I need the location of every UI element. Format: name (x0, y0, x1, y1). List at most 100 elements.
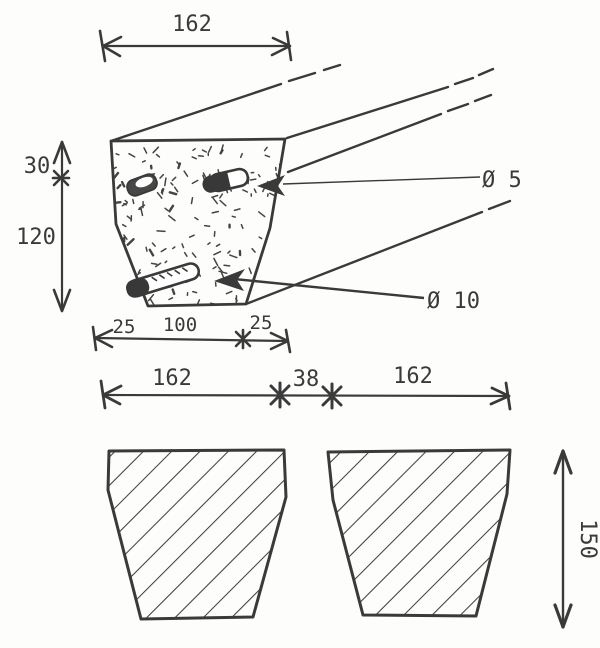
label-dia10: Ø 10 (427, 289, 480, 314)
stipple-mark (128, 152, 136, 158)
stipple-mark (164, 177, 167, 187)
stipple-mark (137, 269, 141, 274)
plan-view: 162 38 162 150 (99, 364, 600, 629)
leader-dia10-arrowhead (214, 269, 245, 291)
stipple-mark (111, 206, 115, 211)
dimension-top-width: 162 (98, 12, 293, 63)
rebar-dia10 (126, 262, 201, 298)
stipple-mark (141, 160, 146, 163)
dim-text-25-left: 25 (113, 316, 136, 338)
stipple-mark (173, 186, 179, 193)
stipple-mark (120, 180, 126, 188)
rebar-dia5-left (126, 173, 158, 197)
dim-text-162-plan-right: 162 (393, 364, 433, 389)
stipple-mark (264, 154, 271, 158)
stipple-mark (197, 154, 205, 158)
stipple-mark (219, 193, 224, 199)
stipple-mark (280, 245, 285, 249)
stipple-mark (273, 299, 279, 303)
stipple-mark (269, 297, 276, 303)
dimension-left-height: 30 120 (16, 140, 72, 313)
stipple-mark (227, 250, 231, 254)
cross-section-outline (109, 137, 287, 308)
edge-dashes-top-right (453, 67, 495, 86)
stipple-mark (251, 247, 256, 253)
stipple-mark (113, 171, 120, 179)
stipple-mark (266, 252, 272, 260)
stipple-mark (215, 243, 221, 247)
stipple-mark (122, 277, 127, 281)
stipple-mark (132, 198, 135, 205)
dimension-plan-height: 150 (553, 449, 600, 629)
stipple-mark (156, 230, 166, 233)
stipple-mark (183, 251, 188, 257)
dim-text-120: 120 (16, 225, 56, 250)
stipple-mark (190, 196, 194, 205)
leader-dia5: Ø 5 (257, 168, 522, 196)
stipple-mark (148, 248, 155, 257)
stipple-mark (211, 210, 220, 214)
stipple-mark (117, 272, 121, 276)
stipple-mark (115, 153, 120, 156)
stipple-mark (177, 162, 182, 170)
stipple-mark (211, 194, 219, 199)
stipple-mark (258, 236, 263, 240)
stipple-mark (172, 246, 176, 250)
stipple-mark (156, 191, 163, 199)
dim-text-162-plan-left: 162 (152, 366, 192, 391)
stipple-mark (263, 146, 268, 152)
stipple-mark (248, 267, 252, 275)
stipple-mark (203, 224, 211, 228)
stipple-mark (213, 250, 222, 256)
dimension-star-mark (321, 382, 343, 410)
dimension-arrows (52, 140, 72, 313)
stipple-mark (218, 270, 228, 275)
stipple-mark (191, 252, 197, 258)
stipple-mark (164, 260, 168, 264)
stipple-mark (202, 174, 206, 181)
stipple-mark (181, 243, 185, 249)
stipple-mark (253, 188, 257, 194)
stipple-mark (223, 264, 231, 267)
stipple-mark (278, 220, 284, 225)
stipple-mark (240, 223, 244, 230)
dimension-bottom-width: 25 100 25 (91, 312, 292, 354)
dimension-star-mark (234, 328, 252, 350)
stipple-mark (171, 176, 177, 182)
stipple-mark (212, 197, 219, 205)
stipple-mark (257, 174, 261, 178)
stipple-mark (188, 234, 195, 238)
edge-dashes-top-left (287, 63, 342, 83)
dimension-arrows (99, 379, 512, 411)
stipple-mark (154, 262, 162, 268)
stipple-mark (121, 202, 128, 207)
stipple-mark (143, 147, 148, 154)
beam-perspective-edges (109, 63, 512, 306)
stipple-mark (126, 238, 135, 247)
stipple-mark (171, 288, 176, 295)
stipple-mark (152, 146, 160, 154)
stipple-mark (155, 153, 161, 158)
stipple-mark (194, 216, 199, 221)
stipple-mark (212, 266, 217, 270)
dimension-arrows (91, 325, 292, 354)
stipple-mark (274, 224, 277, 229)
dim-text-25-right: 25 (250, 312, 273, 334)
stipple-mark (249, 178, 257, 181)
stipple-mark (219, 199, 227, 207)
stipple-mark (150, 262, 158, 266)
stipple-mark (151, 242, 156, 247)
dim-text-38: 38 (293, 367, 320, 392)
stipple-mark (233, 208, 241, 212)
stipple-mark (191, 179, 199, 185)
rebar-dia10-end-cap (126, 277, 150, 298)
stipple-mark (168, 297, 174, 301)
stipple-mark (191, 156, 197, 160)
stipple-mark (239, 152, 243, 159)
edge-dash-bottom-right (487, 199, 512, 211)
stipple-mark (258, 211, 266, 218)
stipple-mark (207, 241, 211, 246)
label-dia5: Ø 5 (482, 168, 522, 193)
stipple-mark (149, 298, 155, 306)
